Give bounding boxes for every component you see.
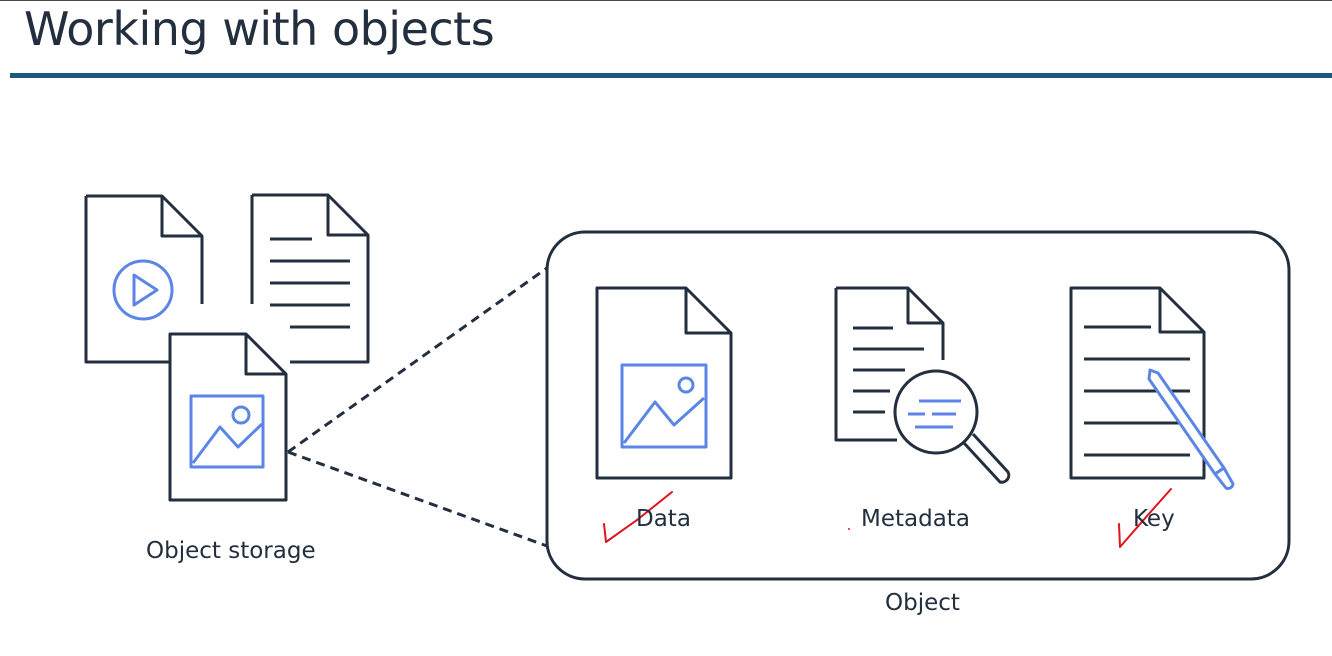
annotation-dot xyxy=(848,528,850,530)
title-underline xyxy=(10,73,1332,78)
checkmark-icon xyxy=(1118,488,1172,548)
metadata-search-icon xyxy=(834,286,1011,484)
data-label: Data xyxy=(636,506,691,532)
zoom-connector-lines xyxy=(287,266,548,548)
object-container xyxy=(545,230,1291,581)
object-label: Object xyxy=(885,590,960,616)
key-label: Key xyxy=(1133,506,1175,532)
text-file-icon xyxy=(250,193,370,364)
image-file-icon xyxy=(168,332,288,502)
checkmark-icon xyxy=(603,491,673,543)
video-file-icon xyxy=(84,194,204,364)
metadata-label: Metadata xyxy=(861,506,970,532)
object-storage-label: Object storage xyxy=(146,538,316,564)
data-image-file-icon xyxy=(595,286,733,480)
top-border xyxy=(0,0,1332,1)
slide-title: Working with objects xyxy=(24,2,495,56)
key-document-icon xyxy=(1069,286,1235,490)
